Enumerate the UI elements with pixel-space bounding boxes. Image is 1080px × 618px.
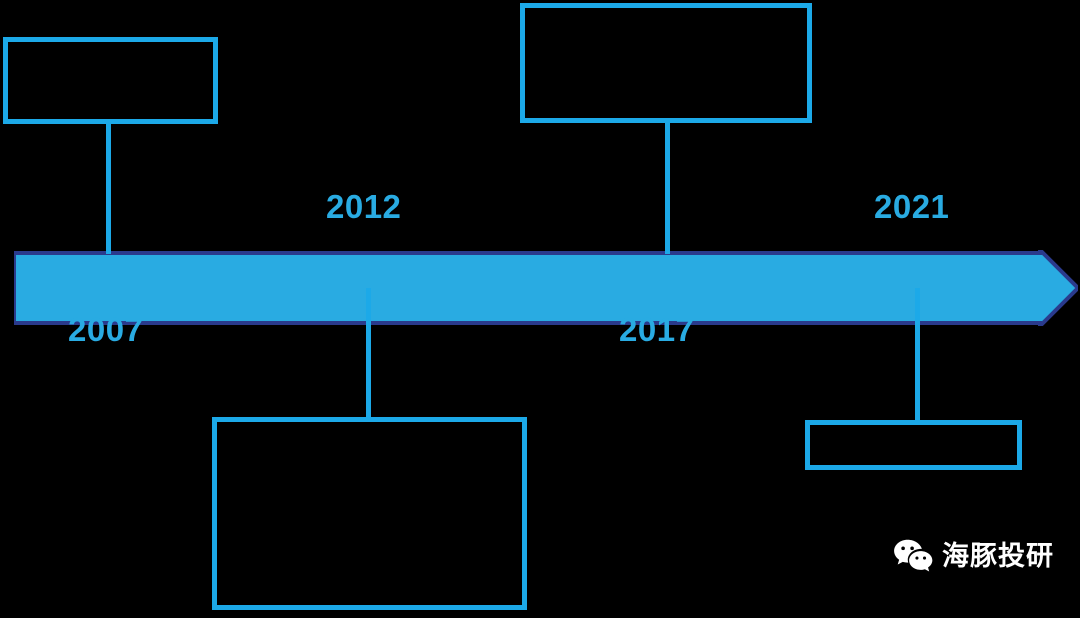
connector-2021 <box>915 288 920 424</box>
wechat-icon <box>894 539 933 572</box>
year-label-2017: 2017 <box>619 311 695 348</box>
event-box-2017[interactable] <box>520 3 812 123</box>
event-box-2007[interactable] <box>3 37 218 124</box>
watermark: 海豚投研 <box>893 538 1054 574</box>
event-box-2012[interactable] <box>212 417 527 610</box>
year-label-2007: 2007 <box>68 311 144 348</box>
connector-2012 <box>366 288 371 421</box>
connector-2017 <box>665 121 670 254</box>
year-label-2021: 2021 <box>874 188 950 225</box>
connector-2007 <box>106 122 111 254</box>
event-box-2021[interactable] <box>805 420 1022 470</box>
watermark-text: 海豚投研 <box>942 540 1054 571</box>
year-label-2012: 2012 <box>326 188 402 225</box>
